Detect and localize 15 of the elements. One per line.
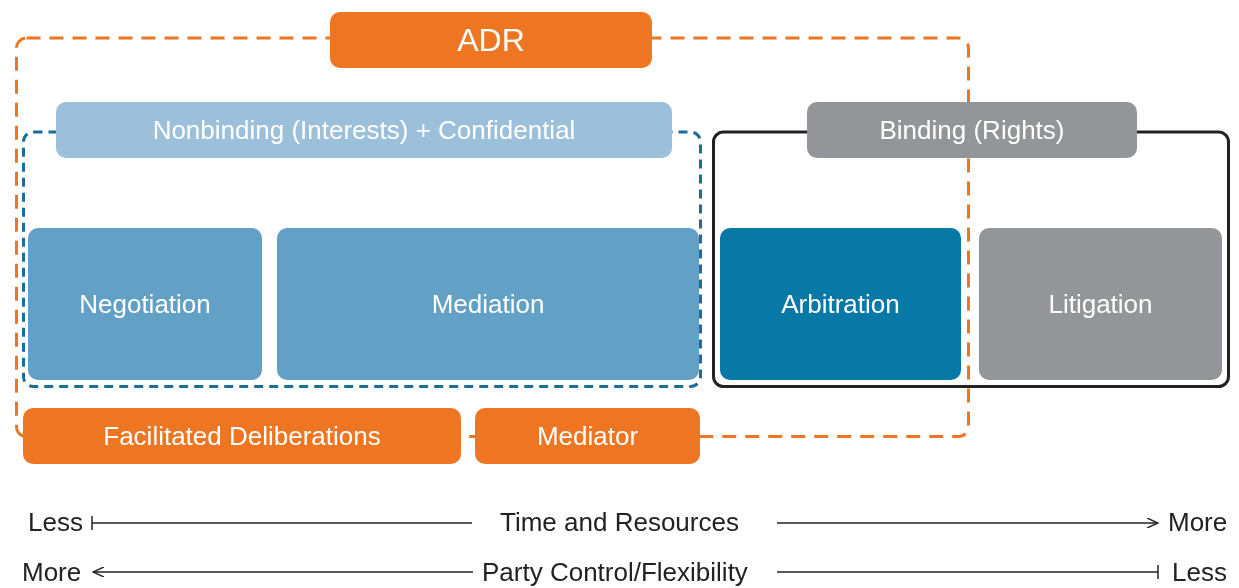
process-box: Litigation xyxy=(979,228,1222,380)
axis-title: Time and Resources xyxy=(500,507,739,537)
process-box: Arbitration xyxy=(720,228,961,380)
scale-label: More xyxy=(1168,507,1228,537)
heading-tab: ADR xyxy=(330,12,652,68)
label-box: Mediator xyxy=(475,408,700,464)
scale-label: Less xyxy=(28,507,83,537)
label-box: Facilitated Deliberations xyxy=(23,408,461,464)
heading-tab: Nonbinding (Interests) + Confidential xyxy=(56,102,672,158)
heading-tab: Binding (Rights) xyxy=(807,102,1137,158)
process-box: Mediation xyxy=(277,228,699,380)
scale-label: More xyxy=(22,557,82,587)
axis-title: Party Control/Flexibility xyxy=(482,557,748,587)
process-box: Negotiation xyxy=(28,228,262,380)
scale-label: Less xyxy=(1172,557,1227,587)
